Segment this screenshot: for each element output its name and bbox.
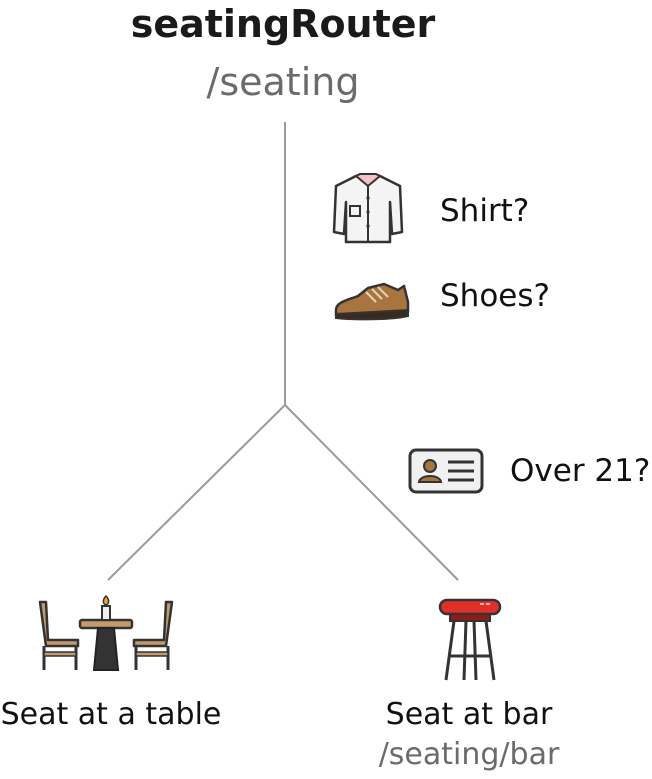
branch-line-right: [284, 404, 459, 581]
router-path: /seating: [206, 60, 360, 104]
id-card-icon: [408, 448, 484, 494]
table-and-chairs-icon: [38, 594, 174, 671]
shoe-icon: [334, 282, 410, 321]
bar-stool-icon: [438, 598, 502, 681]
condition-shoes-label: Shoes?: [440, 278, 550, 314]
leaf-table-label: Seat at a table: [0, 697, 222, 732]
leaf-bar-path: /seating/bar: [378, 737, 560, 772]
condition-shirt-label: Shirt?: [440, 193, 530, 229]
branch-line-left: [107, 404, 286, 581]
condition-over21-label: Over 21?: [510, 453, 651, 489]
router-name: seatingRouter: [130, 2, 436, 46]
leaf-bar-label: Seat at bar: [385, 697, 553, 732]
shirt-icon: [332, 173, 404, 244]
